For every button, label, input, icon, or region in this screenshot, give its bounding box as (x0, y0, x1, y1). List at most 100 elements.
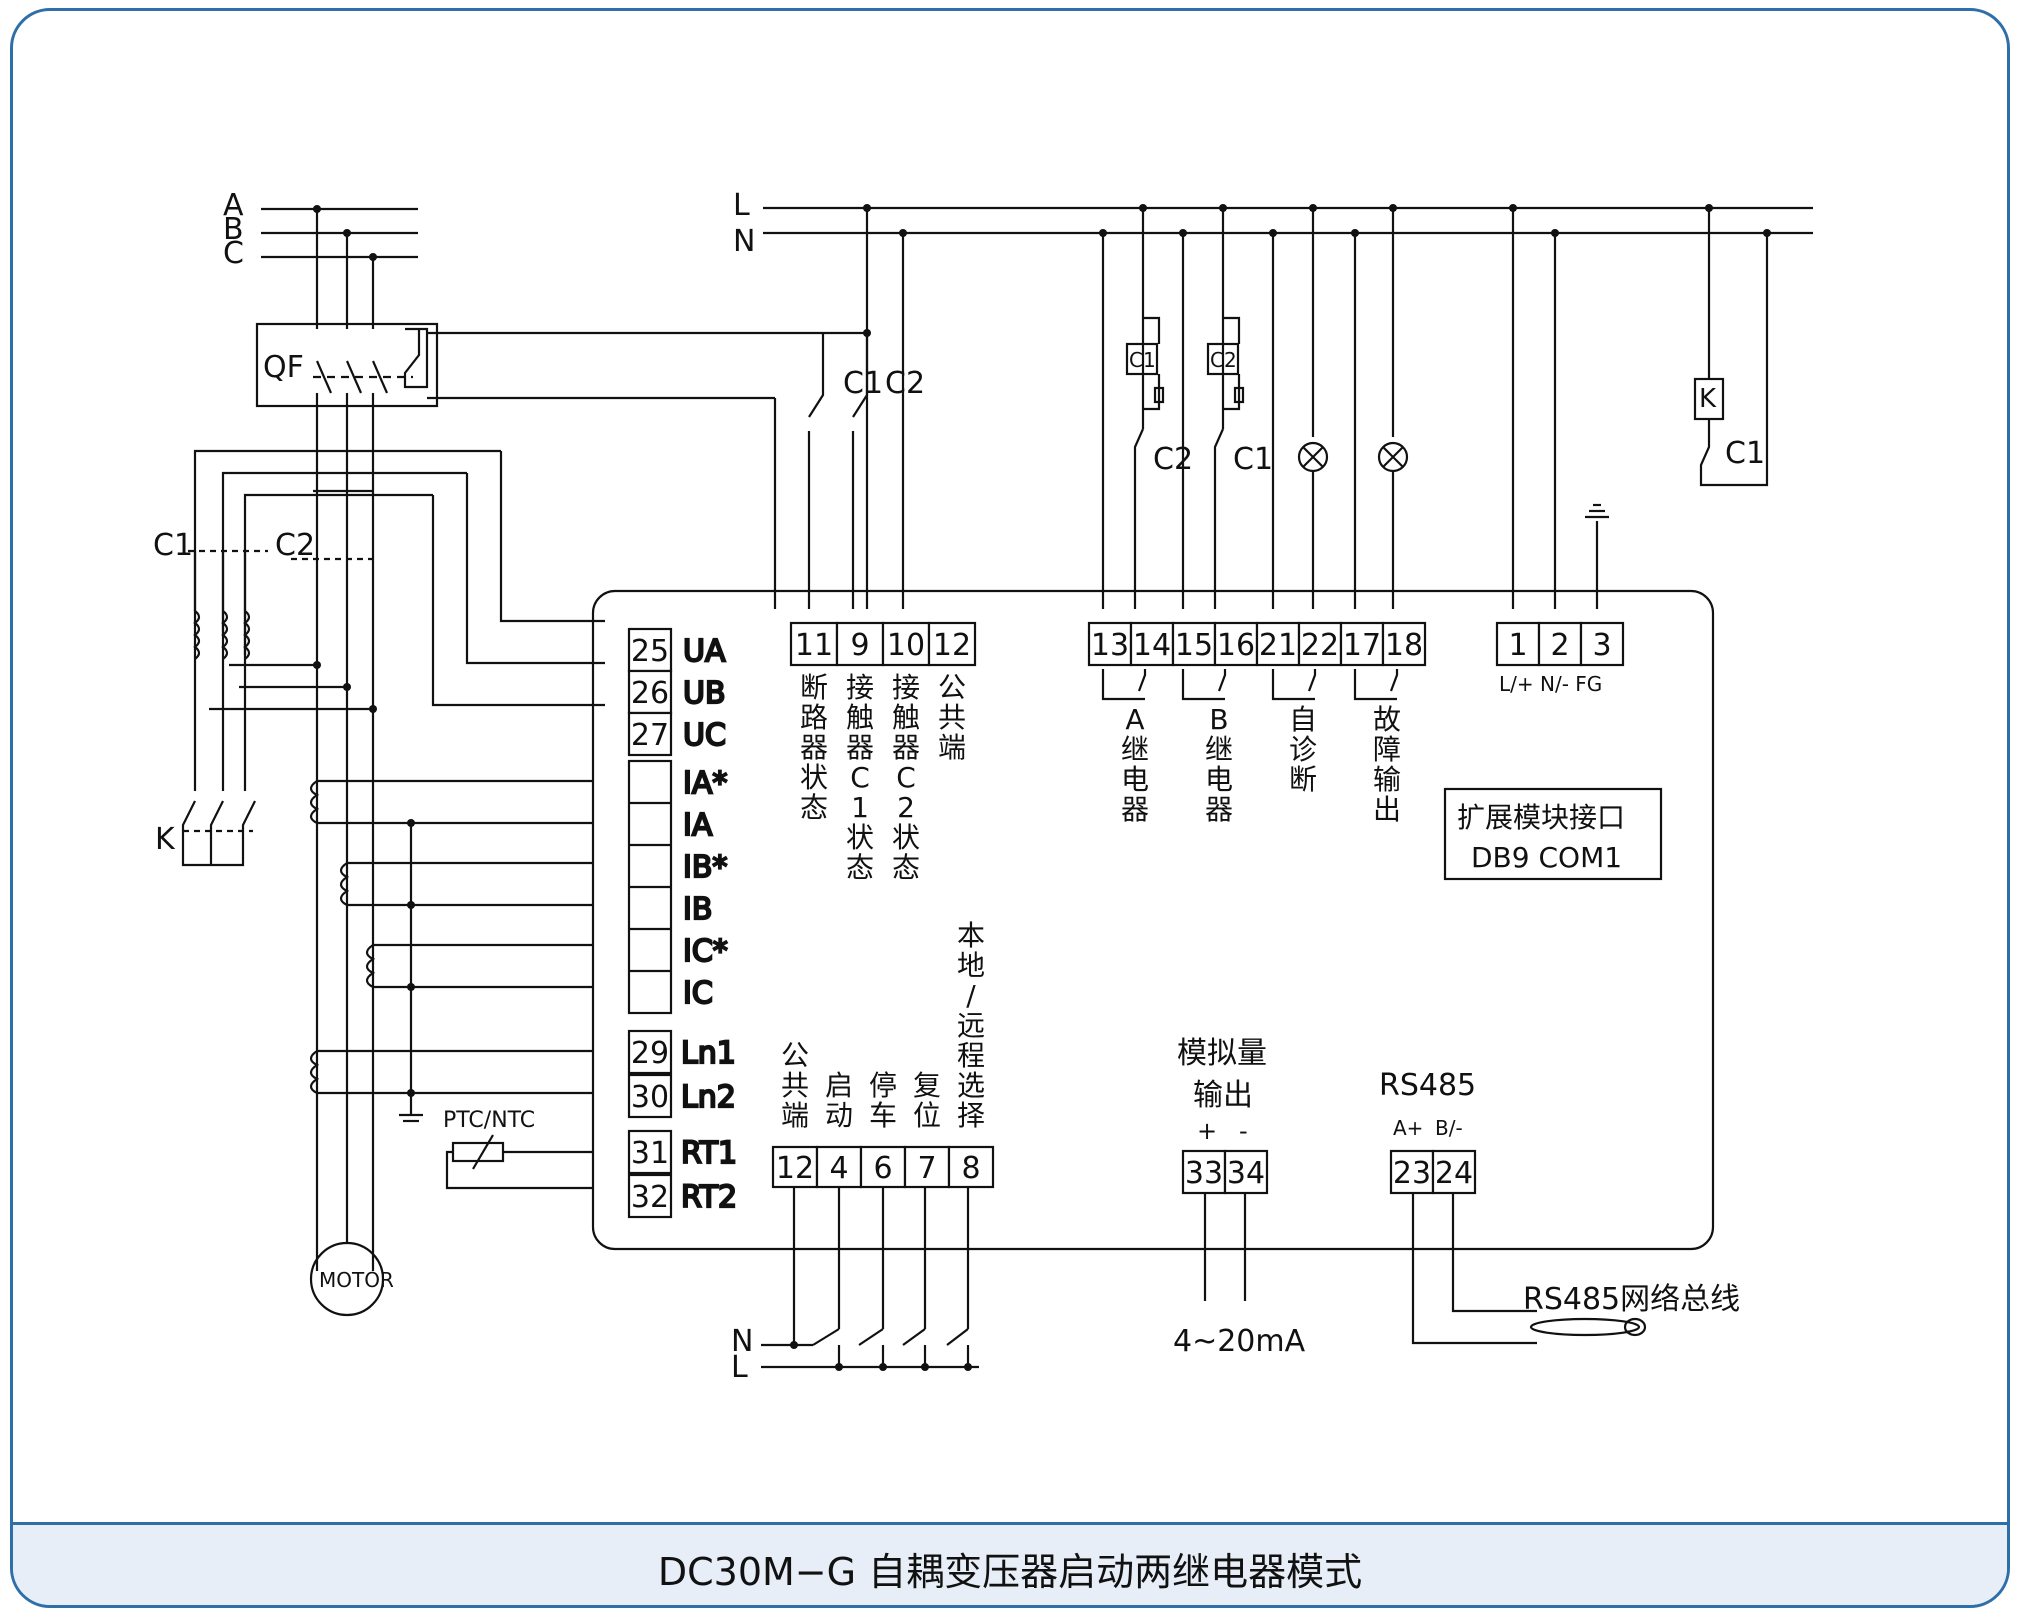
analog-title-1: 模拟量 (1177, 1036, 1267, 1071)
power-terminal-2: 2 (1550, 628, 1569, 663)
ct-label-4: IC* (683, 934, 728, 969)
relay-terminal-15: 15 (1175, 628, 1213, 663)
phase-a-label: A (223, 188, 244, 223)
relay-terminal-18: 18 (1385, 628, 1423, 663)
rs485-terminal-24: 24 (1435, 1156, 1473, 1191)
terminal-label-ua: UA (683, 634, 726, 669)
junction-dot (1705, 204, 1713, 212)
power-terminal-3: 3 (1592, 628, 1611, 663)
relay-terminal-13: 13 (1091, 628, 1129, 663)
contact-c2-label: C2 (1153, 442, 1193, 477)
terminal-label-rt1: RT1 (681, 1136, 737, 1171)
rs485-b: B/- (1435, 1116, 1463, 1140)
phase-c-label: C (223, 236, 244, 271)
junction-dot (313, 205, 321, 213)
analog-range: 4~20mA (1173, 1324, 1306, 1359)
power-terminal-2-box (1537, 621, 1583, 667)
terminal-32-box (627, 1173, 673, 1219)
junction-dot (1309, 204, 1317, 212)
rs485-a: A+ (1393, 1116, 1423, 1140)
terminal-27-box (627, 711, 673, 757)
junction-dot (343, 683, 351, 691)
ct-label-1: IA (683, 808, 713, 843)
terminal-26-box (627, 669, 673, 715)
junction-dot (407, 983, 415, 991)
junction-dot (1139, 204, 1147, 212)
diagram-title: DC30M−G 自耦变压器启动两继电器模式 (657, 1550, 1363, 1594)
input-label-2: 停车 (869, 1069, 897, 1132)
junction-dot (1099, 229, 1107, 237)
qf-label: QF (263, 350, 304, 385)
junction-dot (343, 229, 351, 237)
analog-terminal-34: 34 (1227, 1156, 1265, 1191)
junction-dot (1389, 204, 1397, 212)
input-terminal-4-1-box (815, 1145, 863, 1189)
junction-dot (879, 1363, 887, 1371)
junction-dot (1763, 229, 1771, 237)
coil-c2-label: C2 (1210, 348, 1237, 372)
supply-l-label: L (733, 188, 750, 223)
junction-dot (407, 901, 415, 909)
terminal-32: 32 (631, 1180, 669, 1215)
input-terminal-6-2: 6 (873, 1151, 892, 1186)
status-c2-label: C2 (885, 366, 925, 401)
terminal-29: 29 (631, 1036, 669, 1071)
analog-title-2: 输出 (1193, 1078, 1253, 1113)
junction-dot (964, 1363, 972, 1371)
status-terminal-11: 11 (795, 628, 833, 663)
analog-terminal-33-box (1181, 1149, 1227, 1195)
terminal-30: 30 (631, 1080, 669, 1115)
relay-label-2: 自诊断 (1289, 703, 1317, 796)
junction-dot (1351, 229, 1359, 237)
junction-dot (1269, 229, 1277, 237)
junction-dot (407, 819, 415, 827)
terminal-29-box (627, 1029, 673, 1075)
relay-terminal-17: 17 (1343, 628, 1381, 663)
rs485-terminal-24-box (1431, 1149, 1477, 1195)
relay-terminal-14-box (1129, 621, 1175, 667)
relay-label-3: 故障输出 (1373, 703, 1401, 826)
status-label-0: 断路器状态 (800, 671, 828, 824)
rs485-title: RS485 (1379, 1068, 1476, 1103)
bottom-n-label: N (731, 1324, 753, 1359)
terminal-label-uc: UC (683, 718, 726, 753)
ct-label-3: IB (683, 892, 712, 927)
input-label-1: 启动 (825, 1069, 853, 1132)
contactor-k-label: K (155, 822, 176, 857)
wiring-diagram: 25UA26UB27UCIA*IAIB*IBIC*IC29Ln130Ln231R… (153, 188, 1813, 1385)
rs485-bus-label: RS485网络总线 (1523, 1282, 1740, 1317)
ext-module-line1: 扩展模块接口 (1457, 801, 1625, 834)
bottom-l-label: L (731, 1350, 748, 1385)
input-label-3: 复位 (913, 1069, 941, 1132)
junction-dot (369, 705, 377, 713)
terminal-label-ln1: Ln1 (681, 1036, 736, 1071)
input-terminal-8-4-box (947, 1145, 995, 1189)
motor-label: MOTOR (319, 1268, 394, 1292)
junction-dot (863, 204, 871, 212)
ext-module-line2: DB9 COM1 (1471, 841, 1622, 874)
analog-minus: - (1239, 1117, 1248, 1145)
junction-dot (899, 229, 907, 237)
relay-terminal-22: 22 (1301, 628, 1339, 663)
coil-c1-label: C1 (1129, 348, 1156, 372)
terminal-25: 25 (631, 634, 669, 669)
power-labels: L/+ N/- FG (1499, 672, 1602, 696)
junction-dot (1551, 229, 1559, 237)
input-terminal-7-3-box (903, 1145, 951, 1189)
input-terminal-4-1: 4 (829, 1151, 848, 1186)
junction-dot (1179, 229, 1187, 237)
ct-label-2: IB* (683, 850, 727, 885)
input-terminal-8-4: 8 (961, 1151, 980, 1186)
junction-dot (863, 329, 871, 337)
input-terminal-12-0: 12 (776, 1151, 814, 1186)
ct-label-0: IA* (683, 766, 727, 801)
relay-terminal-21: 21 (1259, 628, 1297, 663)
status-c1-label: C1 (843, 366, 883, 401)
status-terminal-9: 9 (850, 628, 869, 663)
relay-terminal-16: 16 (1217, 628, 1255, 663)
